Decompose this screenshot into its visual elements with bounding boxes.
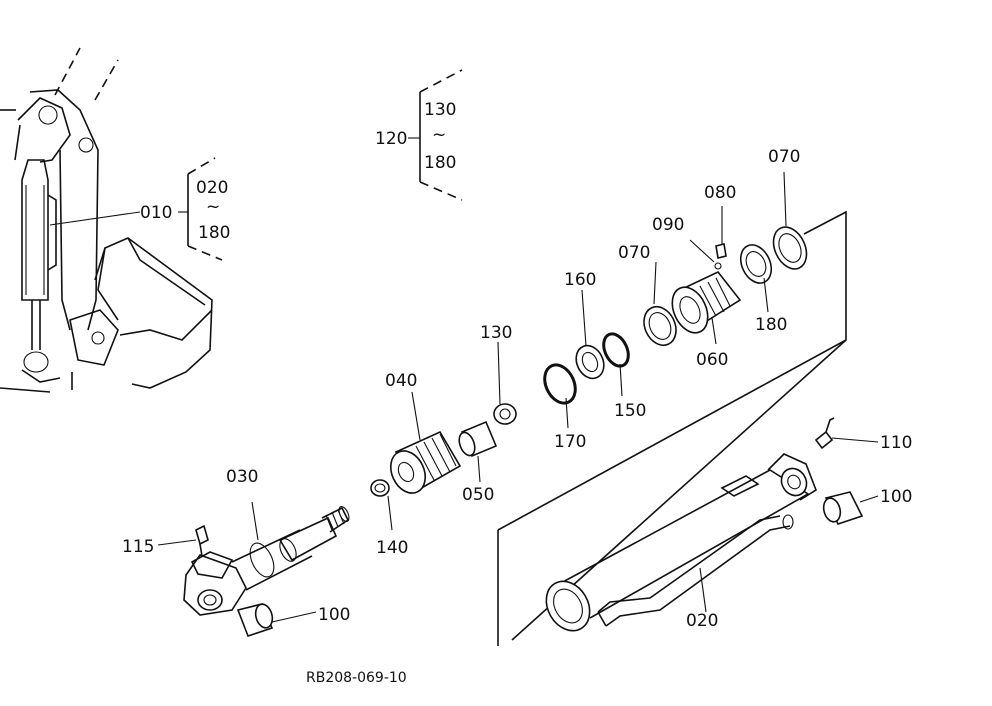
seal-170 [543,363,577,429]
label-100-left: 100 [318,605,350,625]
bushing-100-left [236,603,317,638]
label-180: 180 [755,315,787,335]
bracket-010-group [178,157,223,261]
collar-050 [458,420,498,483]
ring-150 [602,332,630,397]
label-130-range-end: 180 [424,153,456,173]
cylinder-tube-020 [497,210,847,646]
gland-assembly [643,171,808,347]
bushing-100-right [822,491,879,525]
ring-160 [575,289,605,380]
label-050: 050 [462,485,494,505]
label-100-right: 100 [880,487,912,507]
ring-130 [493,341,517,425]
label-115: 115 [122,537,154,557]
label-010: 010 [140,203,172,223]
piston-040 [370,391,462,531]
label-060: 060 [696,350,728,370]
label-160: 160 [564,270,596,290]
label-020: 020 [686,611,718,631]
label-130-range-start: 130 [424,100,456,120]
grease-nipple-110 [814,417,879,450]
label-090: 090 [652,215,684,235]
label-080: 080 [704,183,736,203]
label-130-range-mark: ~ [432,125,446,145]
label-120: 120 [375,129,407,149]
piston-rod-030 [157,501,350,616]
label-030: 030 [226,467,258,487]
label-110: 110 [880,433,912,453]
machine-overview-sketch [0,47,213,393]
label-130: 130 [480,323,512,343]
label-040: 040 [385,371,417,391]
label-020-range-mark: ~ [206,197,220,217]
part-labels: 010 020 ~ 180 120 130 ~ 180 070 080 090 … [122,100,912,686]
bracket-120-group [408,69,463,201]
label-070-top: 070 [768,147,800,167]
label-140: 140 [376,538,408,558]
reference-code: RB208-069-10 [306,670,407,686]
label-150: 150 [614,401,646,421]
label-070-mid: 070 [618,243,650,263]
label-170: 170 [554,432,586,452]
label-020-range-end: 180 [198,223,230,243]
label-020-range-start: 020 [196,178,228,198]
